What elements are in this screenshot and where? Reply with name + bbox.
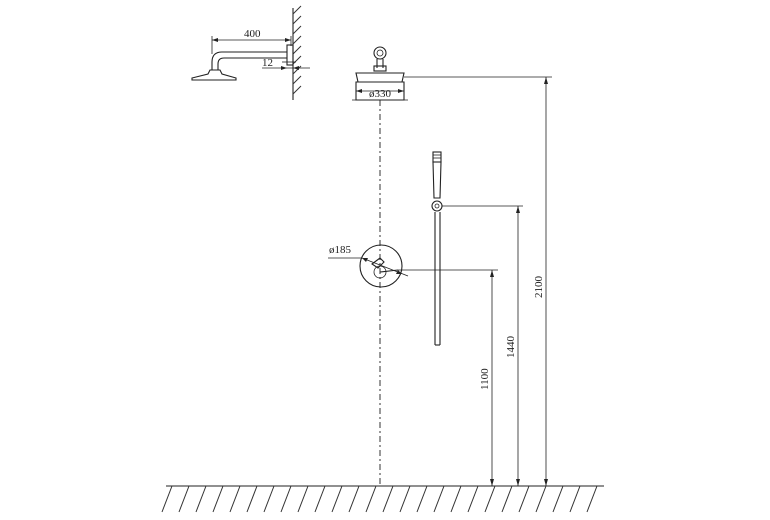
dim-arm-offset-label: 12: [262, 57, 273, 69]
side-view: 400 12: [191, 5, 310, 100]
slide-bar: [434, 212, 441, 346]
mixing-valve: [359, 244, 403, 288]
dim-holder-height: [442, 205, 523, 486]
ceiling-connector: [373, 46, 387, 60]
dim-arm-offset: [262, 61, 310, 70]
dim-head-diameter-label: ø330: [369, 88, 392, 100]
side-wall-flange: [286, 44, 294, 66]
hand-shower: [431, 151, 443, 212]
floor-hatch: [161, 485, 598, 513]
shower-arm: [211, 51, 287, 70]
dim-valve-diameter-label: ø185: [329, 244, 352, 256]
side-shower-head: [191, 69, 237, 81]
dim-showerhead-height-label: 2100: [533, 276, 545, 299]
dim-head-diameter: [356, 89, 404, 93]
floor: [161, 485, 604, 513]
side-wall-hatch: [292, 5, 302, 95]
dim-valve-diameter: [328, 257, 409, 277]
dim-arm-length-label: 400: [244, 28, 261, 40]
front-shower-head: [352, 46, 408, 101]
dim-showerhead-height: [404, 76, 552, 486]
dim-valve-height: [398, 269, 498, 486]
dim-holder-height-label: 1440: [505, 336, 517, 359]
dim-arm-length: [211, 36, 292, 54]
dim-valve-height-label: 1100: [479, 368, 491, 390]
